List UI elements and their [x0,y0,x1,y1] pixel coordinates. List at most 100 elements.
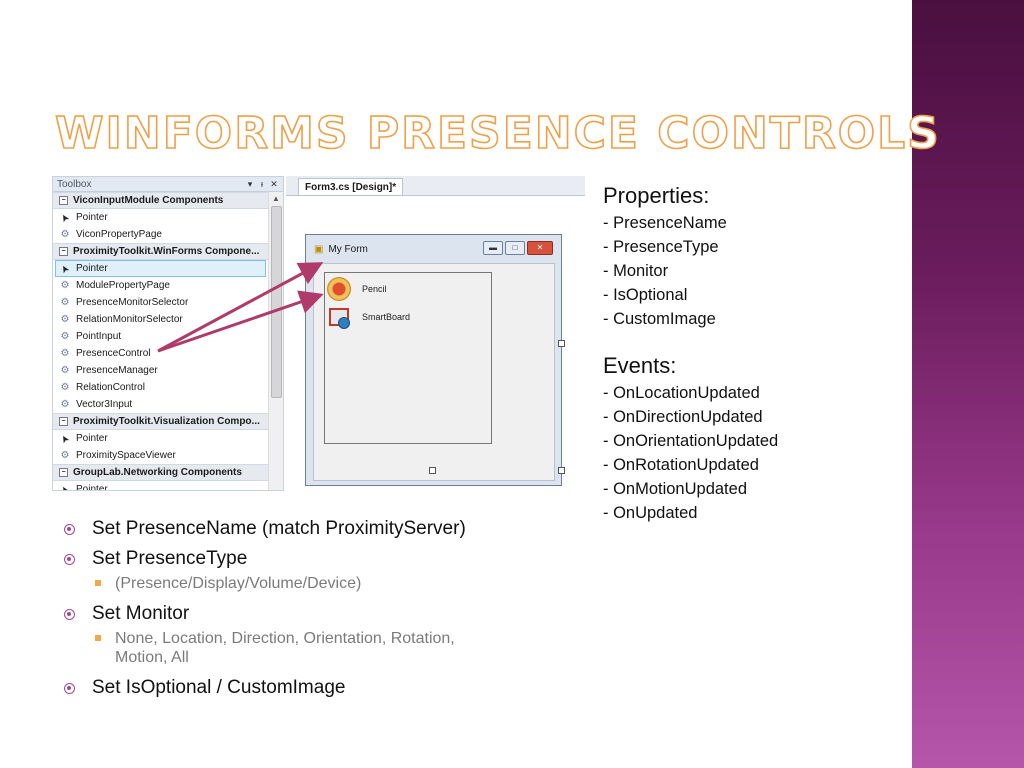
form-title: My Form [328,243,368,255]
component-gear-icon: ⚙ [60,229,70,240]
tab-form3-design[interactable]: Form3.cs [Design]* [298,178,404,195]
toolbox-category[interactable]: −ProximityToolkit.Visualization Compo... [53,413,268,430]
toolbox-row-label: PresenceControl [76,348,151,359]
event-item: - OnMotionUpdated [603,480,747,498]
component-gear-icon: ⚙ [60,365,70,376]
event-item: - OnDirectionUpdated [603,408,763,426]
collapse-icon[interactable]: − [59,247,68,256]
presence-item-label: SmartBoard [362,312,411,322]
toolbox-row-label: Pointer [76,263,108,274]
bullet-marker-icon [64,682,75,694]
toolbox-row-label: ViconInputModule Components [73,195,224,206]
sub-bullet-item: None, Location, Direction, Orientation, … [64,629,475,667]
toolbox-category[interactable]: −GroupLab.Networking Components [53,464,268,481]
toolbox-item[interactable]: ⚙ PresenceMonitorSelector [53,294,268,311]
form-designer: Form3.cs [Design]* ▣ My Form ▬ □ ✕ Penci… [286,176,585,489]
sub-bullet-marker-icon [95,580,101,586]
pencil-presence-icon [327,277,351,301]
properties-items: - PresenceName- PresenceType- Monitor- I… [603,211,778,331]
toolbox-item[interactable]: ➤Pointer [53,430,268,447]
pointer-icon: ➤ [58,262,72,275]
sub-bullet-text: None, Location, Direction, Orientation, … [115,630,455,666]
presence-item-label: Pencil [362,284,387,294]
dropdown-icon[interactable]: ▾ [247,178,253,189]
presence-item-pencil[interactable]: Pencil [327,277,387,301]
form-client-area: Pencil SmartBoard [313,263,555,481]
toolbox-item[interactable]: ⚙ PointInput [53,328,268,345]
toolbox-category[interactable]: −ProximityToolkit.WinForms Compone... [53,243,268,260]
presence-panel[interactable]: Pencil SmartBoard [324,272,492,444]
bullet-item: Set Monitor [64,599,475,629]
toolbox-row-label: ProximitySpaceViewer [76,450,176,461]
sub-bullet-marker-icon [95,635,101,641]
component-gear-icon: ⚙ [60,297,70,308]
toolbox-row-label: PresenceManager [76,365,158,376]
caption-buttons: ▬ □ ✕ [481,241,553,255]
toolbox-scrollbar[interactable]: ▲ [268,192,283,490]
property-item: - IsOptional [603,286,688,304]
property-item: - Monitor [603,262,669,280]
toolbox-item[interactable]: ➤ Pointer [55,260,266,277]
pointer-icon: ➤ [58,211,72,224]
slide-title: WinForms Presence Controls [54,107,941,160]
form-window[interactable]: ▣ My Form ▬ □ ✕ Pencil SmartBoard [305,234,562,486]
events-heading: Events: [603,353,677,378]
design-surface: ▣ My Form ▬ □ ✕ Pencil SmartBoard [286,195,585,489]
component-gear-icon: ⚙ [60,399,70,410]
toolbox-item[interactable]: ⚙ PresenceControl [53,345,268,362]
bullet-text: Set Monitor [92,603,190,624]
bullet-item: Set PresenceName (match ProximityServer) [64,514,475,544]
toolbox-item[interactable]: ⚙ViconPropertyPage [53,226,268,243]
event-item: - OnOrientationUpdated [603,432,779,450]
presence-item-smartboard[interactable]: SmartBoard [327,308,411,329]
scroll-up-icon[interactable]: ▲ [272,194,280,203]
toolbox-item[interactable]: ⚙ ModulePropertyPage [53,277,268,294]
component-gear-icon: ⚙ [60,331,70,342]
component-gear-icon: ⚙ [60,280,70,291]
properties-events-list: Properties: - PresenceName- PresenceType… [603,183,778,525]
property-item: - PresenceType [603,238,719,256]
toolbox-row-label: RelationControl [76,382,145,393]
scrollbar-thumb[interactable] [271,206,282,398]
toolbox-item[interactable]: ⚙RelationControl [53,379,268,396]
event-item: - OnLocationUpdated [603,384,760,402]
bullet-text: Set PresenceName (match ProximityServer) [92,518,466,539]
toolbox-row-label: ModulePropertyPage [76,280,170,291]
bullet-list: Set PresenceName (match ProximityServer)… [64,514,475,703]
toolbox-row-label: Pointer [76,433,108,444]
component-gear-icon: ⚙ [60,348,70,359]
toolbox-item[interactable]: ⚙ PresenceManager [53,362,268,379]
collapse-icon[interactable]: − [59,468,68,477]
collapse-icon[interactable]: − [59,196,68,205]
toolbox-row-label: PresenceMonitorSelector [76,297,189,308]
toolbox-item[interactable]: ⚙RelationMonitorSelector [53,311,268,328]
resize-handle[interactable] [558,467,565,474]
form-caption: ▣ My Form [306,235,561,263]
decorative-side-band [912,0,1024,768]
toolbox-row-label: ProximityToolkit.Visualization Compo... [73,416,260,427]
minimize-icon[interactable]: ▬ [483,241,503,255]
property-item: - CustomImage [603,310,716,328]
collapse-icon[interactable]: − [59,417,68,426]
maximize-icon[interactable]: □ [505,241,525,255]
close-icon[interactable]: ✕ [270,178,278,189]
toolbox-row-label: PointInput [76,331,122,342]
smartboard-presence-icon [329,308,350,329]
close-icon[interactable]: ✕ [527,241,553,255]
toolbox-item[interactable]: ⚙Vector3Input [53,396,268,413]
toolbox-item[interactable]: ⚙ ProximitySpaceViewer [53,447,268,464]
toolbox-item[interactable]: ➤ Pointer [53,481,268,491]
bullet-text: Set PresenceType [92,548,248,569]
bullet-marker-icon [64,553,75,565]
events-items: - OnLocationUpdated - OnDirectionUpdated -… [603,381,778,525]
pointer-icon: ➤ [58,483,72,491]
resize-handle[interactable] [429,467,436,474]
sub-bullet-text: (Presence/Display/Volume/Device) [115,575,362,592]
toolbox-title: Toolbox [57,178,92,190]
toolbox-category[interactable]: −ViconInputModule Components [53,192,268,209]
pin-icon[interactable]: ᵻ [261,179,263,189]
toolbox-row-label: Pointer [76,484,108,491]
component-gear-icon: ⚙ [60,450,70,461]
toolbox-item[interactable]: ➤Pointer [53,209,268,226]
resize-handle[interactable] [558,340,565,347]
